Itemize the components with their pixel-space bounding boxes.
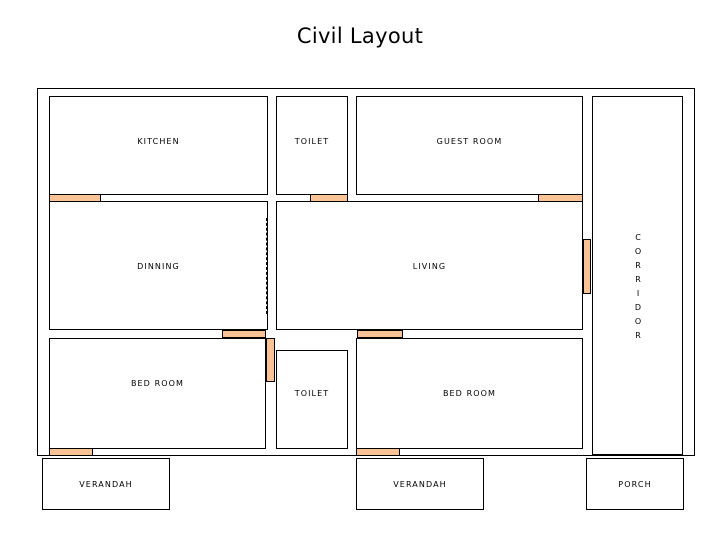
room-label-kitchen: KITCHEN (137, 137, 180, 146)
door-guest-room (538, 194, 583, 202)
dashed-opening-right (276, 218, 277, 314)
door-verandah-left (49, 448, 93, 456)
room-label-verandah-right: VERANDAH (393, 480, 447, 489)
room-bed-room-1 (49, 338, 266, 449)
door-verandah-right (356, 448, 400, 456)
room-living (276, 201, 583, 330)
door-dinning (222, 330, 266, 338)
door-living-corridor (583, 239, 591, 294)
room-toilet-top (276, 96, 348, 195)
room-label-dinning: DINNING (137, 262, 180, 271)
room-label-toilet-bottom: TOILET (294, 389, 330, 398)
door-bed-room-2 (357, 330, 403, 338)
room-label-living: LIVING (412, 262, 447, 271)
room-label-verandah-left: VERANDAH (79, 480, 133, 489)
room-label-guest-room: GUEST ROOM (436, 137, 503, 146)
room-label-porch: PORCH (618, 480, 652, 489)
room-verandah-right (356, 458, 484, 510)
door-kitchen (49, 194, 101, 202)
room-bed-room-2 (356, 338, 583, 449)
room-porch (586, 458, 684, 510)
room-label-bed-room-1: BED ROOM (130, 379, 185, 388)
room-guest-room (356, 96, 583, 195)
room-kitchen (49, 96, 268, 195)
room-dinning (49, 201, 268, 330)
door-toilet-bottom (266, 338, 275, 382)
room-label-toilet-top: TOILET (294, 137, 330, 146)
door-toilet-top (310, 194, 348, 202)
room-toilet-bottom (276, 350, 348, 449)
room-verandah-left (42, 458, 170, 510)
dashed-opening-left (266, 218, 267, 314)
room-label-bed-room-2: BED ROOM (442, 389, 497, 398)
page-title: Civil Layout (296, 24, 424, 48)
room-corridor (592, 96, 683, 455)
